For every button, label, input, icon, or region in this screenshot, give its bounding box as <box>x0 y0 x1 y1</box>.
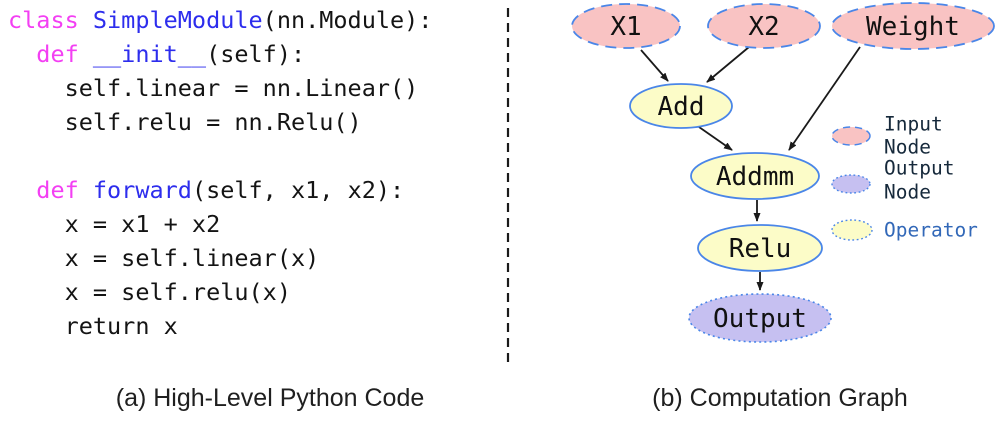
code-panel: class SimpleModule(nn.Module): def __ini… <box>8 3 432 343</box>
node-weight: Weight <box>831 2 995 50</box>
legend-input-line2: Node <box>884 136 931 159</box>
code-token: SimpleModule <box>92 6 263 34</box>
node-weight-ellipse <box>831 2 995 50</box>
code-line: self.linear = nn.Linear() <box>8 71 432 105</box>
code-token: x = x1 + x2 <box>8 210 221 238</box>
edge-x2-add <box>706 46 750 83</box>
node-addmm-ellipse <box>690 152 820 200</box>
code-token: (self): <box>206 40 306 68</box>
node-addmm-label: Addmm <box>716 162 794 192</box>
edge-x1-add <box>640 49 669 82</box>
node-add: Add <box>629 83 733 129</box>
code-token: __init__ <box>92 40 207 68</box>
node-addmm: Addmm <box>690 152 820 200</box>
node-x1: X1 <box>571 3 681 49</box>
node-x2-ellipse <box>707 3 821 49</box>
node-relu-ellipse <box>697 224 823 272</box>
code-token: class <box>8 6 93 34</box>
code-token: def <box>8 40 93 68</box>
code-block: class SimpleModule(nn.Module): def __ini… <box>8 3 432 343</box>
caption-code: (a) High-Level Python Code <box>115 384 425 412</box>
edge-add-addmm <box>698 126 733 151</box>
node-add-label: Add <box>658 92 705 122</box>
code-line: x = self.relu(x) <box>8 275 432 309</box>
node-weight-label: Weight <box>866 12 960 42</box>
code-line: x = x1 + x2 <box>8 207 432 241</box>
node-relu-label: Relu <box>729 234 792 264</box>
code-token: return x <box>8 312 178 340</box>
code-token: self.linear = nn.Linear() <box>8 74 419 102</box>
node-x1-ellipse <box>571 3 681 49</box>
code-line: self.relu = nn.Relu() <box>8 105 432 139</box>
code-line: def __init__(self): <box>8 37 432 71</box>
code-line: x = self.linear(x) <box>8 241 432 275</box>
legend-operator-line1: Operator <box>884 219 978 242</box>
code-token: x = self.relu(x) <box>8 278 291 306</box>
node-x2: X2 <box>707 3 821 49</box>
legend-input-line1: Input <box>884 113 943 136</box>
code-token: self.relu = nn.Relu() <box>8 108 362 136</box>
node-x1-label: X1 <box>610 12 641 42</box>
node-add-ellipse <box>629 83 733 129</box>
legend: Input Node Output Node Operator <box>831 113 978 242</box>
legend-operator-swatch <box>831 219 873 241</box>
code-line: class SimpleModule(nn.Module): <box>8 3 432 37</box>
legend-input-swatch <box>831 126 871 146</box>
node-output: Output <box>688 293 832 343</box>
legend-output-line2: Node <box>884 181 931 204</box>
caption-graph: (b) Computation Graph <box>652 384 908 412</box>
legend-output-line1: Output <box>884 157 954 180</box>
node-output-ellipse <box>688 293 832 343</box>
code-line: def forward(self, x1, x2): <box>8 173 432 207</box>
code-token: (self, x1, x2): <box>191 176 405 204</box>
legend-output-swatch <box>831 174 871 194</box>
node-output-label: Output <box>713 304 807 334</box>
code-line: return x <box>8 309 432 343</box>
edge-weight-addmm <box>788 46 861 151</box>
code-token: (nn.Module): <box>262 6 433 34</box>
code-token: x = self.linear(x) <box>8 244 320 272</box>
code-token: def <box>8 176 93 204</box>
node-x2-label: X2 <box>748 12 779 42</box>
node-relu: Relu <box>697 224 823 272</box>
code-token: forward <box>92 176 192 204</box>
